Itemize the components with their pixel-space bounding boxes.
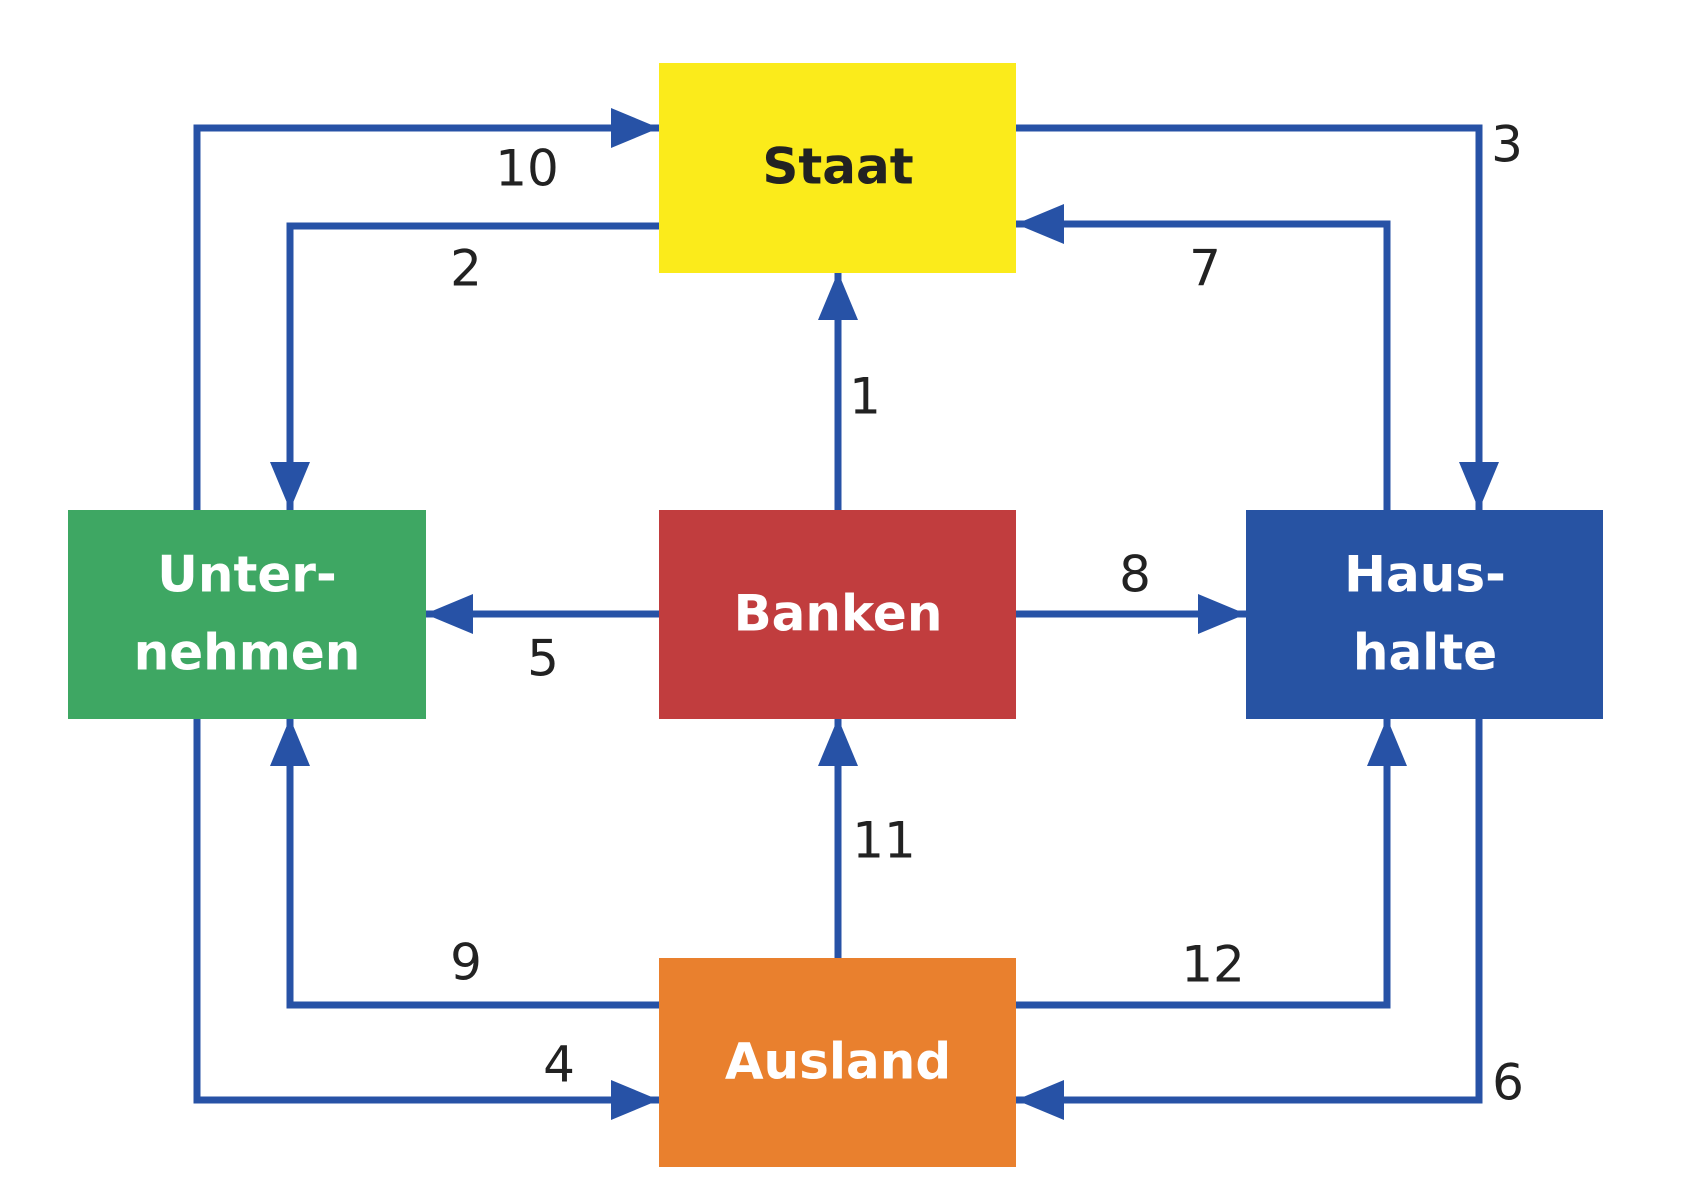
- flow-label-5: 5: [527, 630, 559, 688]
- flow-arrow-6: [1016, 718, 1483, 1120]
- flow-label-10: 10: [495, 140, 559, 198]
- node-staat-box: [659, 63, 1016, 273]
- flow-label-9: 9: [450, 934, 482, 992]
- flow-label-3: 3: [1491, 116, 1523, 174]
- flow-label-6: 6: [1492, 1054, 1524, 1112]
- flow-label-11: 11: [852, 812, 916, 870]
- node-ausland-label: Ausland: [725, 1033, 951, 1091]
- node-haushalte-box: [1246, 510, 1603, 719]
- node-ausland: Ausland: [659, 958, 1016, 1167]
- flow-arrow-12: [1016, 718, 1407, 1009]
- node-banken-box: [659, 510, 1016, 719]
- flow-label-8: 8: [1119, 546, 1151, 604]
- flow-arrow-3: [1016, 124, 1499, 510]
- node-unternehmen-box: [68, 510, 426, 719]
- node-unternehmen-label-line2: nehmen: [134, 624, 361, 682]
- node-ausland-box: [659, 958, 1016, 1167]
- node-staat: Staat: [659, 63, 1016, 273]
- node-unternehmen: Unter- nehmen: [68, 510, 426, 719]
- flow-label-1: 1: [849, 368, 881, 426]
- node-staat-label: Staat: [762, 138, 913, 196]
- node-haushalte-label-line2: halte: [1353, 624, 1497, 682]
- flow-arrow-2: [270, 222, 659, 510]
- node-banken: Banken: [659, 510, 1016, 719]
- node-unternehmen-label-line1: Unter-: [157, 546, 336, 604]
- flow-arrow-10: [193, 108, 659, 510]
- flow-label-4: 4: [543, 1036, 575, 1094]
- flow-arrow-9: [270, 718, 659, 1009]
- flow-arrow-4: [193, 718, 659, 1120]
- flow-label-12: 12: [1181, 936, 1245, 994]
- node-haushalte-label-line1: Haus-: [1344, 546, 1506, 604]
- flow-arrow-7: [1016, 204, 1391, 510]
- node-haushalte: Haus- halte: [1246, 510, 1603, 719]
- flow-label-2: 2: [450, 240, 482, 298]
- flow-label-7: 7: [1189, 240, 1221, 298]
- node-banken-label: Banken: [734, 585, 943, 643]
